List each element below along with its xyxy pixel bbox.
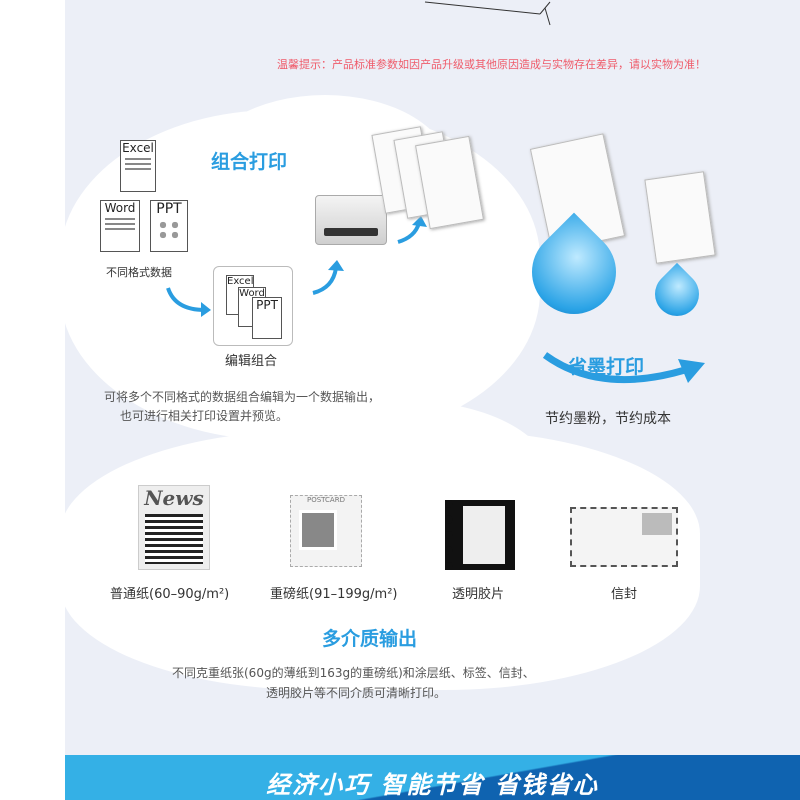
arrow-icon [397,216,427,244]
newspaper-icon: News [138,485,210,570]
save-ink-title: 省墨打印 [568,356,645,378]
arrow-icon [312,260,344,295]
save-ink-subtitle: 节约墨粉，节约成本 [545,411,671,427]
media-label-plain-paper: 普通纸(60–90g/m²) [110,587,230,602]
edit-combo-icon: Excel Word PPT [213,266,293,346]
media-label-envelope: 信封 [611,587,638,602]
media-label-heavy-paper: 重磅纸(91–199g/m²) [270,587,398,602]
decorative-lines [420,0,560,26]
curved-arrow-icon [542,352,705,384]
slogan-text: 经济小巧 智能节省 省钱省心 [266,771,599,799]
film-icon [445,500,515,570]
excel-doc-icon: Excel [120,140,156,192]
formats-label: 不同格式数据 [106,266,172,279]
notice-text: 温馨提示：产品标准参数如因产品升级或其他原因造成与实物存在差异，请以实物为准！ [277,58,706,71]
combo-desc-line1: 可将多个不同格式的数据组合编辑为一个数据输出， [104,390,381,404]
media-desc-line2: 透明胶片等不同介质可清晰打印。 [266,686,447,700]
arrow-icon [166,287,211,317]
printed-page-image [644,171,716,264]
media-desc-line1: 不同克重纸张(60g的薄纸到163g的重磅纸)和涂层纸、标签、信封、 [172,666,535,680]
media-title: 多介质输出 [322,628,418,650]
printer-image [315,195,387,245]
envelope-icon [570,507,678,567]
postcard-icon: POSTCARD [290,495,362,567]
combo-desc-line2: 也可进行相关打印设置并预览。 [120,409,289,423]
combo-print-title: 组合打印 [211,151,288,173]
media-label-film: 透明胶片 [452,587,505,602]
ppt-doc-icon: PPT [150,200,188,252]
slogan-banner: 经济小巧 智能节省 省钱省心 [65,755,800,800]
edit-combo-label: 编辑组合 [225,354,278,369]
word-doc-icon: Word [100,200,140,252]
